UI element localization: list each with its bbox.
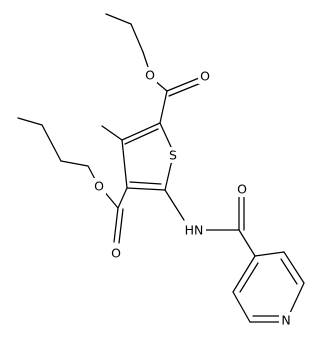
bond-py-c3-c2 xyxy=(283,251,305,284)
bond-py-c2-n xyxy=(289,282,305,314)
ester2-ether-oxygen: O xyxy=(92,178,106,194)
amide-nitrogen-label: HN xyxy=(185,223,204,238)
bond-ester1-c-double-o-b xyxy=(168,82,202,97)
amide-oxygen: O xyxy=(235,181,249,197)
bond-py-c3-c2-inner xyxy=(280,258,298,285)
bond-ring-c5-c4 xyxy=(121,122,161,141)
atom-labels: O O S O O O HN N xyxy=(92,67,293,328)
bond-ester2-c-double-o-b xyxy=(118,208,124,244)
thiophene-sulfur: S xyxy=(166,147,180,163)
bond-ring-c2-nh xyxy=(164,189,185,221)
bond-ring-c2-c3 xyxy=(126,187,166,191)
bond-lines xyxy=(17,13,305,323)
ester2-carbonyl-oxygen-label: O xyxy=(111,246,121,261)
amide-nitrogen: HN xyxy=(182,222,206,238)
bond-py-c5-c4 xyxy=(232,255,256,293)
bond-amide-c-pyridine xyxy=(238,229,256,257)
pyridine-nitrogen: N xyxy=(279,312,293,328)
bond-ethyl-1 xyxy=(105,13,132,25)
bond-ester1-c-double-o-a xyxy=(166,77,200,92)
bond-py-c5-c4-inner xyxy=(239,262,259,293)
bond-py-c4-c3 xyxy=(254,251,285,257)
bond-ring-c5-c4-inner xyxy=(124,128,159,145)
bond-propyl-2 xyxy=(41,124,62,162)
bond-methyl xyxy=(101,125,123,141)
bond-propyl-1 xyxy=(17,117,43,126)
bond-ring-c2-c3-inner xyxy=(129,181,162,185)
ester2-ether-oxygen-label: O xyxy=(94,179,104,194)
ester1-carbonyl-oxygen-label: O xyxy=(200,69,210,84)
bond-ethyl-2 xyxy=(130,23,144,53)
bond-ester2-c-ring xyxy=(117,187,128,209)
ester1-ether-oxygen: O xyxy=(143,67,157,83)
ester1-ether-oxygen-label: O xyxy=(145,68,155,83)
bond-ester1-c-ring xyxy=(159,90,168,124)
thiophene-sulfur-label: S xyxy=(169,148,177,163)
bond-ring-c5-s xyxy=(159,122,173,150)
bond-ester2-c-double-o-a xyxy=(113,207,119,243)
bond-ring-s-c2 xyxy=(164,159,173,191)
ester2-carbonyl-oxygen: O xyxy=(109,245,123,261)
bond-py-c6-c5 xyxy=(232,291,251,323)
pyridine-nitrogen-label: N xyxy=(281,313,290,328)
ester1-carbonyl-oxygen: O xyxy=(198,68,212,84)
amide-oxygen-label: O xyxy=(237,182,247,197)
bond-propyl-3 xyxy=(60,160,89,167)
bond-ring-c3-c4 xyxy=(121,139,128,189)
